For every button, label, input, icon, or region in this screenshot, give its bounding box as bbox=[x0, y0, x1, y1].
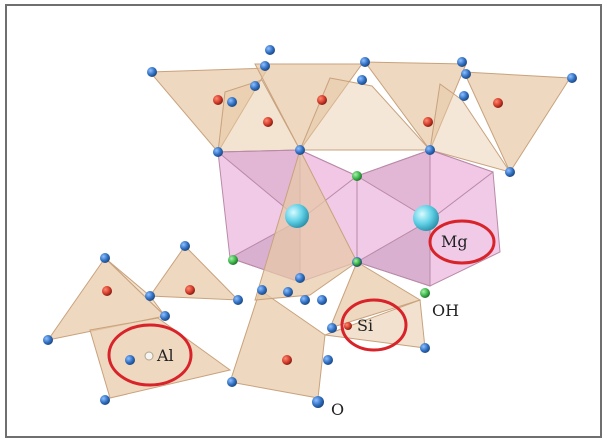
oxygen-atom bbox=[43, 335, 53, 345]
oxygen-atom bbox=[100, 395, 110, 405]
oxygen-atom bbox=[180, 241, 190, 251]
oxygen-atom bbox=[505, 167, 515, 177]
oxygen-atom bbox=[227, 377, 237, 387]
oxygen-atom bbox=[567, 73, 577, 83]
tetrahedron-face bbox=[104, 257, 166, 317]
oxygen-atom bbox=[257, 285, 267, 295]
hydroxyl-group bbox=[353, 258, 361, 266]
highlight-rings bbox=[107, 219, 496, 387]
oxygen-atom bbox=[459, 91, 469, 101]
magnesium-atom bbox=[413, 205, 439, 231]
oxygen-atom bbox=[125, 355, 135, 365]
silicon-atom bbox=[185, 285, 195, 295]
al-label: Al bbox=[156, 346, 174, 365]
tetrahedron-face bbox=[463, 71, 571, 174]
silicon-atom bbox=[493, 98, 503, 108]
tetrahedron-face bbox=[229, 289, 326, 399]
oxygen-atom bbox=[295, 145, 305, 155]
silicon-atoms bbox=[102, 95, 503, 365]
oxygen-atom bbox=[100, 253, 110, 263]
tetrahedron-face bbox=[254, 63, 363, 151]
oxygen-atom bbox=[233, 295, 243, 305]
aluminum-atom bbox=[144, 351, 154, 361]
magnesium-atoms bbox=[285, 204, 439, 231]
oxygen-atom bbox=[283, 287, 293, 297]
oxygen-atom bbox=[323, 355, 333, 365]
octahedron-face bbox=[429, 149, 495, 222]
silicon-atom bbox=[344, 322, 352, 330]
hydroxyl-group bbox=[352, 171, 362, 181]
oxygen-atom bbox=[250, 81, 260, 91]
oxygen-atom bbox=[145, 291, 155, 301]
oxygen-atom bbox=[317, 295, 327, 305]
silicon-atom bbox=[213, 95, 223, 105]
oxygen-atom bbox=[295, 273, 305, 283]
magnesium-atom bbox=[285, 204, 309, 228]
mg-label: Mg bbox=[441, 232, 468, 251]
oxygen-atom bbox=[227, 97, 237, 107]
oxygen-atom bbox=[457, 57, 467, 67]
silicon-atom bbox=[317, 95, 327, 105]
top-tetrahedral-sheet bbox=[148, 61, 571, 174]
o-label: O bbox=[331, 400, 344, 419]
si-highlight-ring bbox=[340, 298, 408, 352]
tetrahedron-face bbox=[329, 261, 422, 329]
silicon-atom bbox=[263, 117, 273, 127]
oxygen-atom bbox=[420, 343, 430, 353]
si-label: Si bbox=[357, 316, 373, 335]
octahedron-face bbox=[355, 219, 431, 287]
hydroxyl-groups bbox=[228, 171, 430, 298]
al-highlight-ring bbox=[107, 323, 193, 387]
silicon-atom bbox=[102, 286, 112, 296]
oxygen-atom bbox=[360, 57, 370, 67]
oxygen-atom bbox=[357, 75, 367, 85]
oxygen-atom bbox=[260, 61, 270, 71]
oxygen-atom bbox=[213, 147, 223, 157]
oxygen-atom bbox=[300, 295, 310, 305]
oxygen-atom bbox=[312, 396, 324, 408]
oxygen-atom bbox=[147, 67, 157, 77]
tetrahedron-face bbox=[254, 148, 358, 301]
oxygen-atom bbox=[265, 45, 275, 55]
mg-highlight-ring bbox=[428, 219, 496, 265]
oxygen-atom bbox=[461, 69, 471, 79]
oxygen-atom bbox=[327, 323, 337, 333]
oh-label: OH bbox=[432, 301, 459, 320]
silicon-atom bbox=[423, 117, 433, 127]
oxygen-atoms bbox=[43, 45, 577, 408]
hydroxyl-group bbox=[420, 288, 430, 298]
hydroxyl-group bbox=[228, 255, 238, 265]
silicon-atom bbox=[282, 355, 292, 365]
oxygen-atom bbox=[425, 145, 435, 155]
tetrahedron-face bbox=[149, 245, 240, 301]
oxygen-atom bbox=[160, 311, 170, 321]
bottom-tetrahedral-sheet bbox=[46, 148, 426, 399]
